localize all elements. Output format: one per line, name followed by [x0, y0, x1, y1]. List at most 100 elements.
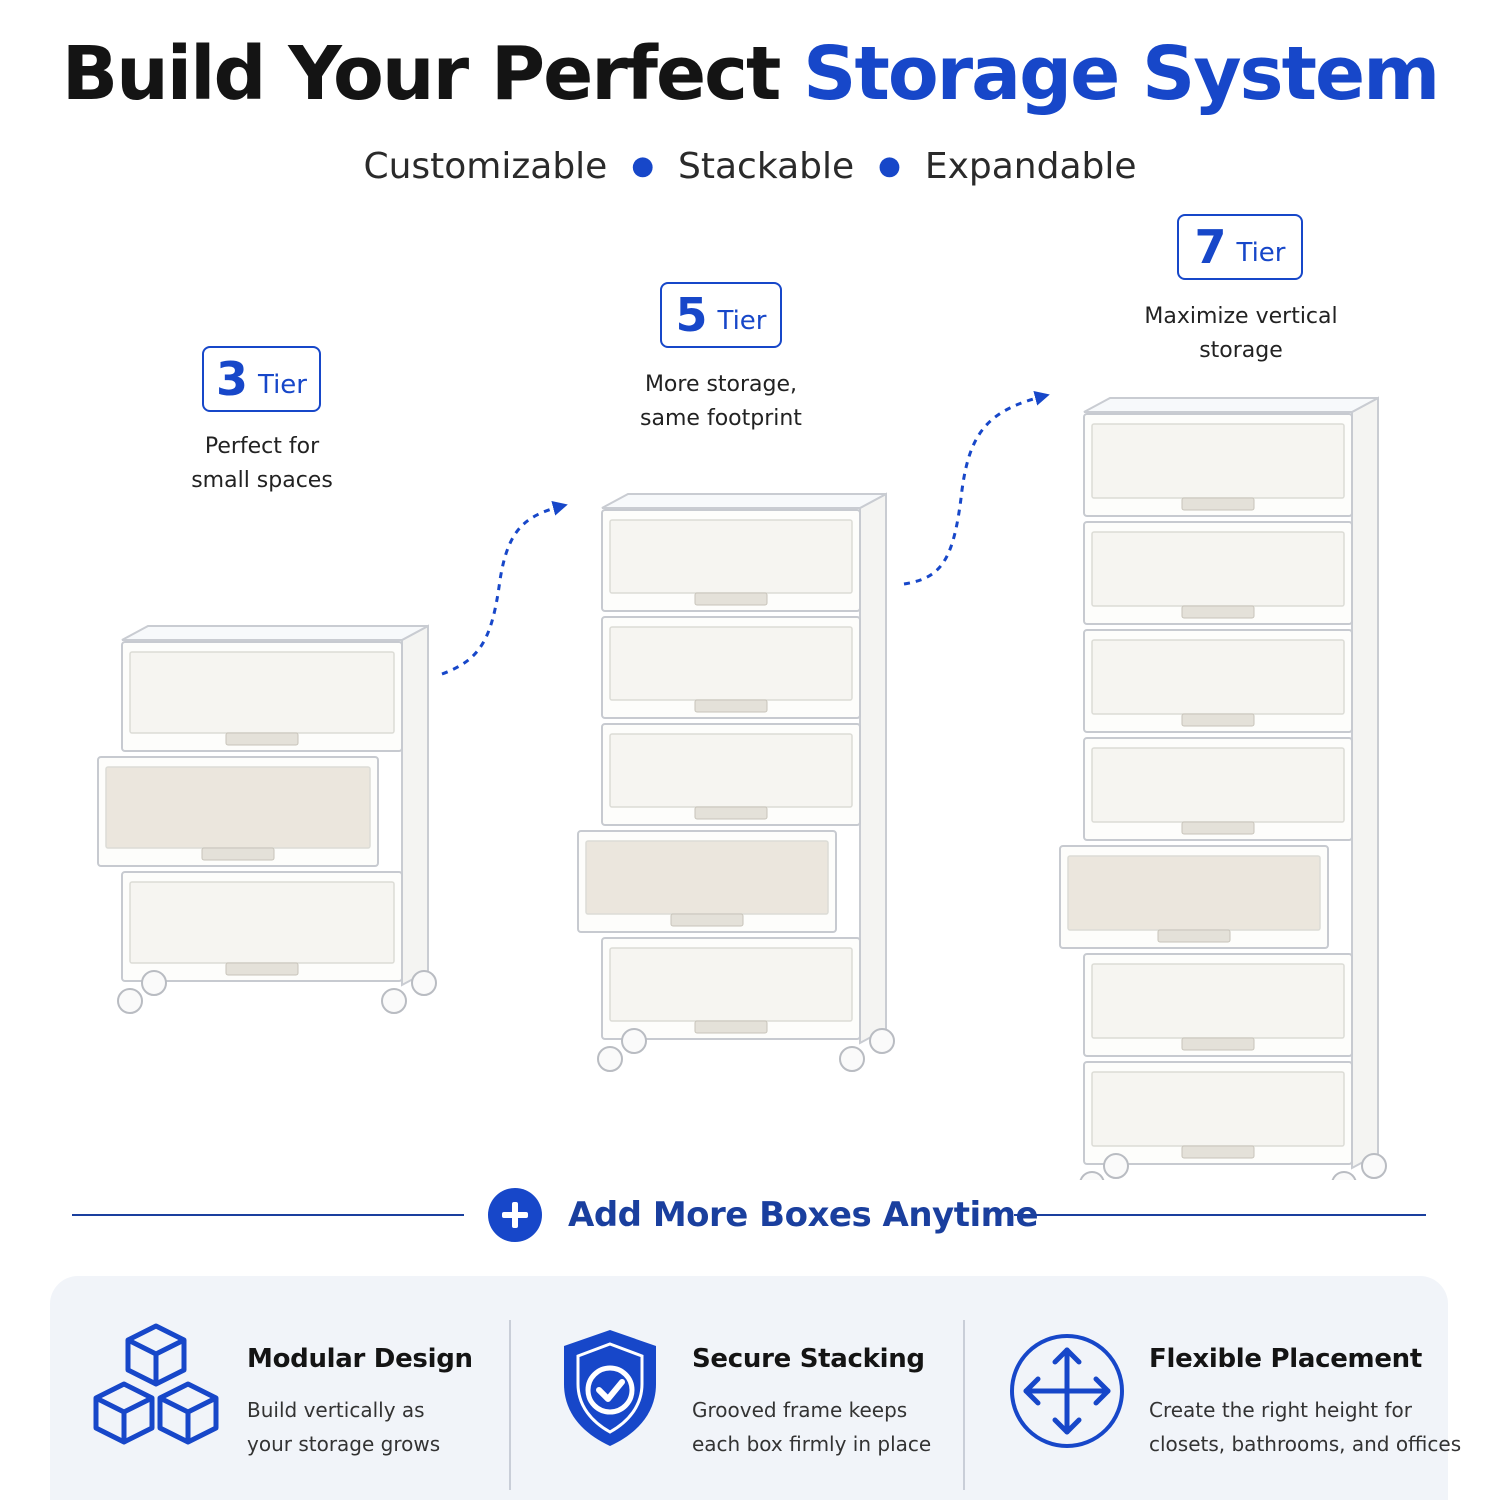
feature-desc-line: your storage grows: [247, 1432, 441, 1456]
storage-drawer: [601, 723, 861, 826]
tier-number: 7: [1194, 220, 1227, 274]
drawer-front: [1091, 639, 1345, 715]
storage-drawer: [577, 830, 837, 933]
drawer-handle: [694, 1020, 768, 1034]
tower-lid: [121, 625, 429, 641]
drawer-handle: [1181, 497, 1255, 511]
drawer-front: [585, 840, 829, 915]
cubes-icon: [93, 1323, 219, 1445]
drawer-front: [1091, 747, 1345, 823]
shield-check-icon: [564, 1330, 656, 1446]
feature-desc-line: Create the right height for: [1149, 1398, 1412, 1422]
caster-wheel: [621, 1028, 647, 1054]
drawer-handle: [201, 847, 275, 861]
drawer-front: [1067, 855, 1321, 931]
features-panel: Modular Design Build vertically as your …: [50, 1276, 1461, 1500]
drawer-handle: [1181, 713, 1255, 727]
add-more-boxes-heading: Add More Boxes Anytime: [568, 1195, 1039, 1235]
bullet-dot-icon: ●: [878, 151, 901, 181]
drawer-front: [609, 733, 853, 808]
caster-wheel: [869, 1028, 895, 1054]
feature-desc-line: closets, bathrooms, and offices: [1149, 1432, 1462, 1456]
feature-secure-stacking: Secure Stacking Grooved frame keeps each…: [512, 1276, 964, 1500]
tier-description-line: Perfect for: [204, 434, 320, 459]
move-arrows-icon: [1010, 1334, 1124, 1448]
title-dark-part: Build Your Perfect: [61, 31, 782, 117]
storage-drawer: [1083, 1061, 1353, 1165]
tier-badge-5: 5 Tier: [660, 282, 782, 348]
feature-flexible-placement: Flexible Placement Create the right heig…: [966, 1276, 1461, 1500]
tier-badge-7: 7 Tier: [1177, 214, 1303, 280]
tower-7-tier: [1059, 396, 1387, 1180]
drawer-handle: [1157, 929, 1231, 943]
storage-drawer: [601, 616, 861, 719]
drawer-handle: [694, 699, 768, 713]
tier-description-line: More storage,: [644, 372, 798, 397]
drawer-front: [609, 519, 853, 594]
divider-line: [72, 1214, 464, 1216]
feature-desc-line: each box firmly in place: [692, 1432, 932, 1456]
drawer-handle: [694, 592, 768, 606]
plus-circle-icon: [488, 1188, 542, 1242]
drawer-handle: [694, 806, 768, 820]
tier-unit: Tier: [258, 370, 307, 400]
storage-drawer: [1059, 845, 1329, 949]
feature-title: Modular Design: [247, 1344, 473, 1374]
caster-wheel: [411, 970, 437, 996]
page-title: Build Your Perfect Storage System: [0, 26, 1500, 122]
storage-drawer: [121, 641, 403, 752]
tower-3-tier: [97, 624, 437, 1014]
feature-separator: [509, 1320, 511, 1490]
feature-desc-line: Build vertically as: [247, 1398, 425, 1422]
storage-drawer: [1083, 413, 1353, 517]
storage-drawer: [601, 509, 861, 612]
drawer-handle: [670, 913, 744, 927]
dashed-arrow-icon: [903, 391, 1050, 586]
drawer-front: [1091, 1071, 1345, 1147]
tier-description-line: storage: [1199, 338, 1283, 363]
tier-badge-3: 3 Tier: [202, 346, 321, 412]
drawer-front: [105, 766, 371, 849]
bullet-dot-icon: ●: [631, 151, 655, 181]
drawer-front: [609, 947, 853, 1022]
feature-title: Secure Stacking: [692, 1344, 925, 1374]
tier-description-5: More storage, same footprint: [611, 368, 831, 436]
drawer-handle: [1181, 821, 1255, 835]
caster-wheel: [141, 970, 167, 996]
drawer-front: [129, 651, 395, 734]
tower-group: [97, 396, 1387, 1180]
drawer-handle: [225, 962, 299, 976]
caster-wheel: [1331, 1171, 1357, 1180]
growth-arrows: [441, 391, 1050, 676]
tier-number: 3: [215, 352, 248, 406]
storage-drawer: [1083, 521, 1353, 625]
drawer-handle: [1181, 605, 1255, 619]
drawer-front: [1091, 531, 1345, 607]
caster-wheel: [117, 988, 143, 1014]
storage-drawer: [97, 756, 379, 867]
tower-side-panel: [859, 492, 887, 1045]
storage-drawer: [1083, 629, 1353, 733]
tagline-item: Stackable: [678, 146, 855, 187]
storage-drawer: [1083, 953, 1353, 1057]
storage-drawer: [121, 871, 403, 982]
caster-wheel: [1361, 1153, 1387, 1179]
storage-towers-illustration: [97, 391, 1387, 1180]
tier-description-3: Perfect for small spaces: [162, 430, 362, 498]
caster-wheel: [839, 1046, 865, 1072]
tier-description-line: same footprint: [640, 406, 802, 431]
tower-5-tier: [577, 492, 895, 1072]
caster-wheel: [597, 1046, 623, 1072]
tier-unit: Tier: [717, 306, 767, 336]
feature-tagline: Customizable●Stackable●Expandable: [0, 140, 1500, 193]
drawer-front: [609, 626, 853, 701]
tier-unit: Tier: [1236, 238, 1286, 268]
dashed-arrow-icon: [441, 501, 568, 676]
feature-title: Flexible Placement: [1149, 1344, 1423, 1374]
feature-separator: [963, 1320, 965, 1490]
title-accent-part: Storage System: [803, 31, 1440, 117]
drawer-front: [1091, 963, 1345, 1039]
drawer-front: [1091, 423, 1345, 499]
drawer-front: [129, 881, 395, 964]
tier-description-line: Maximize vertical: [1144, 304, 1338, 329]
